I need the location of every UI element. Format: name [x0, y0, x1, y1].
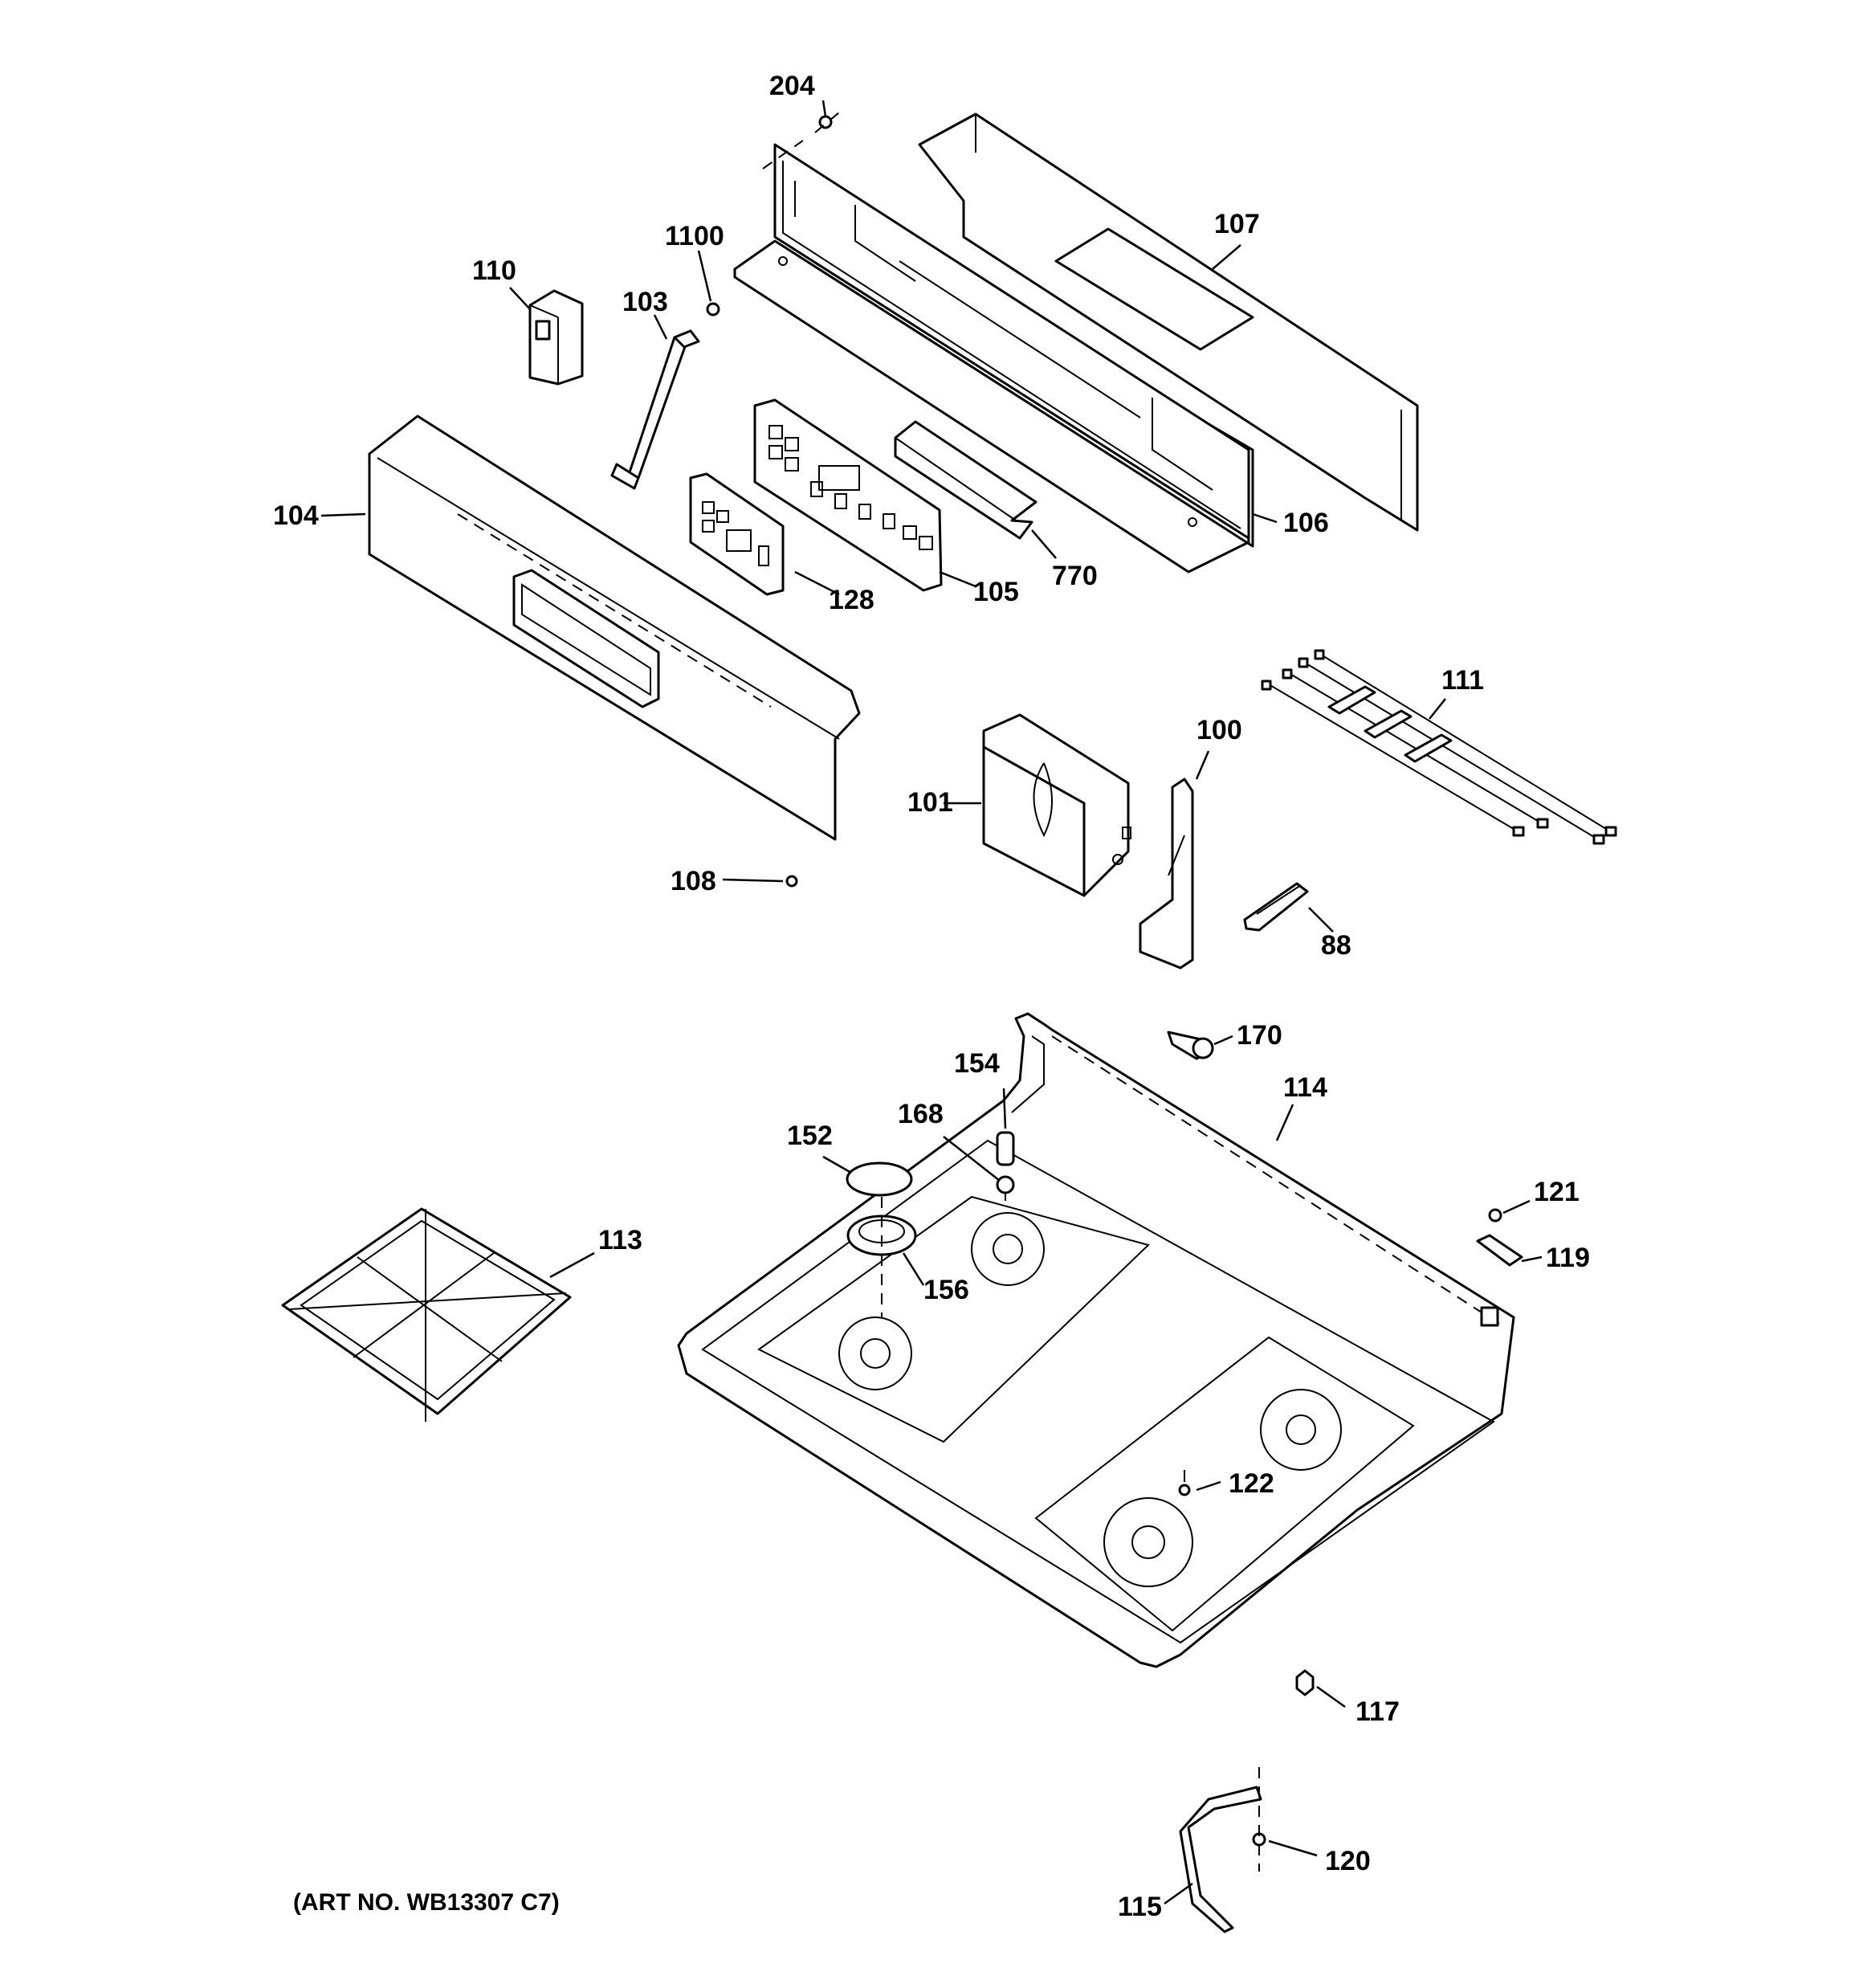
callout-204: 204	[769, 71, 815, 101]
part-111-wire-harness[interactable]	[1261, 649, 1617, 845]
leader-lines	[320, 100, 1543, 1905]
callout-labels: 204 107 1100 110 103 104 106 128 105 770…	[273, 71, 1590, 1922]
callout-156: 156	[923, 1275, 969, 1305]
callout-115: 115	[1118, 1892, 1162, 1922]
callout-152: 152	[787, 1121, 833, 1151]
callout-106: 106	[1283, 508, 1329, 538]
part-119-bracket[interactable]	[1476, 1234, 1523, 1267]
part-168-screw[interactable]	[996, 1175, 1015, 1201]
callout-121: 121	[1534, 1177, 1580, 1207]
callout-114: 114	[1283, 1072, 1327, 1103]
callout-154: 154	[954, 1048, 1000, 1079]
part-108-screw[interactable]	[785, 875, 798, 888]
part-100-side-bracket[interactable]	[1139, 778, 1194, 970]
part-114-cooktop[interactable]	[677, 1012, 1515, 1668]
part-88-small-bracket[interactable]	[1243, 882, 1309, 932]
part-113-grate[interactable]	[281, 1207, 572, 1422]
callout-128: 128	[829, 585, 874, 615]
part-770-insulation[interactable]	[894, 420, 1037, 540]
callout-122: 122	[1229, 1468, 1274, 1499]
part-105-control-board[interactable]	[753, 398, 943, 592]
callout-117: 117	[1355, 1696, 1400, 1727]
callout-119: 119	[1546, 1243, 1590, 1273]
part-120-screw[interactable]	[1252, 1767, 1266, 1872]
callout-770: 770	[1052, 561, 1098, 591]
callout-113: 113	[598, 1225, 642, 1255]
part-154-electrode[interactable]	[996, 1131, 1015, 1166]
callout-120: 120	[1325, 1846, 1371, 1876]
part-106-backsplash-frame[interactable]	[733, 140, 1254, 574]
callout-88: 88	[1321, 930, 1351, 961]
callout-168: 168	[898, 1099, 944, 1129]
callout-103: 103	[622, 287, 668, 317]
callout-101: 101	[907, 787, 953, 818]
part-152-burner-cap[interactable]	[846, 1161, 913, 1197]
callout-105: 105	[973, 577, 1019, 607]
part-101-bracket-box[interactable]	[982, 713, 1131, 897]
part-117-nut[interactable]	[1295, 1669, 1315, 1696]
part-121-screw[interactable]	[1488, 1208, 1502, 1223]
part-107-rear-cover[interactable]	[918, 112, 1419, 532]
callout-111: 111	[1441, 665, 1484, 696]
part-110-switch[interactable]	[528, 289, 584, 386]
callout-1100: 1100	[665, 221, 724, 251]
callout-110: 110	[472, 255, 516, 286]
callout-100: 100	[1196, 715, 1242, 745]
part-103-bracket[interactable]	[610, 329, 700, 490]
part-204-screw[interactable]	[814, 112, 840, 133]
callout-108: 108	[671, 866, 716, 896]
art-number-caption: (ART NO. WB13307 C7)	[293, 1889, 560, 1916]
callout-104: 104	[273, 500, 319, 531]
part-128-overlay[interactable]	[689, 472, 785, 596]
part-156-burner-head[interactable]	[846, 1197, 917, 1317]
callout-107: 107	[1214, 209, 1260, 239]
part-115-rod[interactable]	[1179, 1786, 1262, 1933]
part-122-screws[interactable]	[1178, 1470, 1191, 1496]
callout-170: 170	[1237, 1020, 1282, 1051]
part-104-control-panel[interactable]	[368, 414, 861, 841]
part-170-screw[interactable]	[1167, 1031, 1214, 1060]
part-1100-screw[interactable]	[706, 302, 720, 316]
